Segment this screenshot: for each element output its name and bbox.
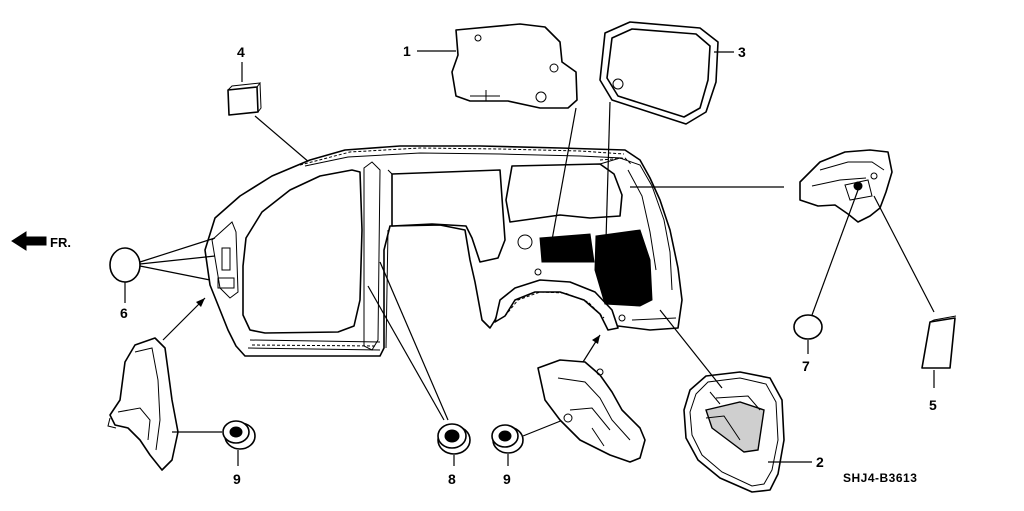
part-3-seal-ring[interactable] bbox=[599, 21, 719, 125]
part-1-insulator[interactable] bbox=[451, 23, 578, 109]
svg-text:3: 3 bbox=[738, 44, 746, 60]
svg-text:4: 4 bbox=[237, 44, 245, 60]
front-arrow-icon bbox=[11, 231, 47, 251]
part-7-round-grommet[interactable] bbox=[793, 314, 823, 340]
callout-9-left: 9 bbox=[233, 450, 241, 487]
callout-5: 5 bbox=[873, 195, 937, 413]
part-6-round-grommet[interactable] bbox=[109, 247, 141, 283]
callout-2: 2 bbox=[768, 454, 824, 470]
svg-text:9: 9 bbox=[233, 471, 241, 487]
part-5-rectangular-pad[interactable] bbox=[921, 315, 957, 369]
catalog-code: SHJ4-B3613 bbox=[843, 471, 917, 485]
callout-3: 3 bbox=[714, 44, 746, 60]
rear-upper-bracket bbox=[630, 149, 893, 223]
callout-4: 4 bbox=[237, 44, 311, 164]
svg-text:6: 6 bbox=[120, 305, 128, 321]
front-label: FR. bbox=[50, 235, 71, 250]
rear-inner-bracket bbox=[537, 334, 646, 463]
svg-text:9: 9 bbox=[503, 471, 511, 487]
front-direction-indicator: FR. bbox=[11, 231, 71, 251]
svg-text:2: 2 bbox=[816, 454, 824, 470]
part-9-plug-left[interactable] bbox=[222, 420, 256, 450]
svg-text:1: 1 bbox=[403, 43, 411, 59]
callout-7: 7 bbox=[802, 189, 859, 374]
callout-1: 1 bbox=[403, 43, 456, 59]
body-side-frame bbox=[204, 145, 683, 357]
svg-text:5: 5 bbox=[929, 397, 937, 413]
part-2-wheelhouse-liner[interactable] bbox=[659, 309, 785, 493]
front-inner-bracket bbox=[107, 297, 222, 471]
svg-text:8: 8 bbox=[448, 471, 456, 487]
callout-6: 6 bbox=[120, 237, 216, 321]
svg-text:7: 7 bbox=[802, 358, 810, 374]
callout-8: 8 bbox=[367, 261, 456, 487]
part-4-plug[interactable] bbox=[227, 82, 262, 116]
part-9-plug-middle[interactable] bbox=[491, 424, 524, 454]
part-8-plug[interactable] bbox=[437, 423, 471, 455]
